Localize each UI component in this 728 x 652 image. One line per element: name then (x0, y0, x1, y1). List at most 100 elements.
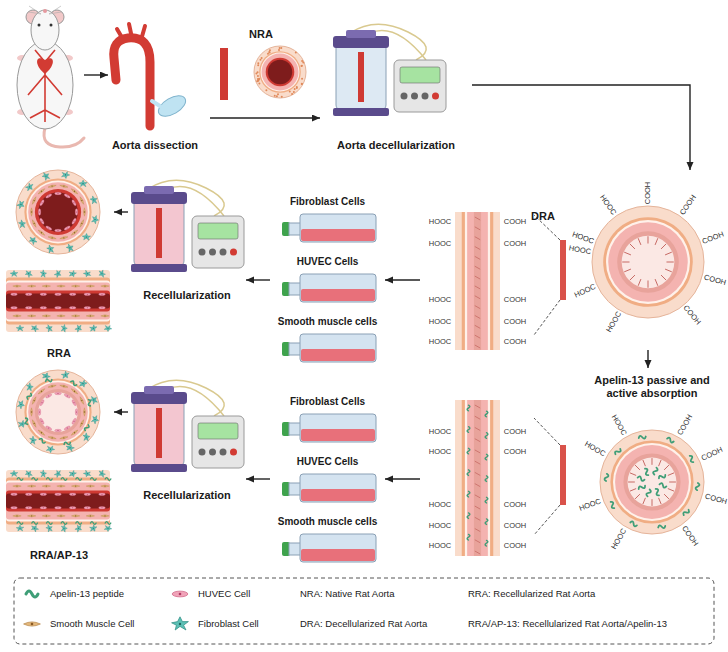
fibroblast-body (68, 270, 77, 278)
smooth-muscle-nucleus (33, 400, 35, 402)
smooth-muscle-nucleus (41, 432, 43, 434)
smooth-muscle-body (79, 196, 85, 204)
chemical-group-label: HOOC (429, 338, 452, 346)
fibroblast-cell (83, 470, 92, 478)
apelin-peptide (76, 478, 82, 481)
fibroblast-nucleus (19, 528, 20, 529)
fibre-line (475, 217, 480, 220)
smooth-muscle-cell (42, 315, 50, 317)
smooth-muscle-cell (86, 515, 94, 517)
tissue-dot (279, 47, 281, 49)
process-arrow (385, 279, 420, 280)
culture-medium (301, 489, 375, 501)
huvec-body (64, 193, 71, 198)
huvec-nucleus (28, 494, 29, 495)
aorta-illustration (114, 24, 189, 126)
stage-group: NRA (212, 28, 312, 102)
smooth-muscle-cell (42, 485, 50, 487)
apelin-peptide (653, 467, 659, 475)
carboxyl-tick (630, 244, 635, 249)
huvec-nucleus (13, 507, 14, 508)
chemical-group-label: COOH (504, 522, 527, 530)
fibroblast-cell (40, 269, 47, 278)
fibroblast-cell (104, 326, 112, 332)
aorta-in-reactor (156, 408, 162, 458)
apelin-peptide (105, 478, 111, 481)
wall-layer (462, 212, 494, 350)
apelin-peptide (485, 411, 488, 417)
glove-finger (152, 101, 160, 106)
stage-caption: RRA/AP-13 (4, 549, 114, 562)
huvec-cell (55, 392, 62, 394)
flask-body (300, 274, 376, 302)
reactor-base (131, 464, 187, 472)
smooth-muscle-nucleus (63, 237, 65, 239)
huvec-nucleus (13, 294, 14, 295)
fibroblast-cell (45, 523, 54, 533)
tissue-dot (256, 80, 258, 82)
carboxyl-tick (628, 482, 635, 483)
process-arrow (246, 279, 270, 280)
fibroblast-body (41, 171, 52, 182)
process-arrow (647, 350, 648, 368)
pump-button (422, 93, 429, 100)
fibre-line (475, 495, 480, 498)
smooth-muscle-cell (27, 515, 35, 517)
fibroblast-nucleus (32, 239, 34, 241)
smooth-muscle-cell (48, 436, 57, 440)
smooth-muscle-body (101, 515, 109, 517)
smooth-muscle-cell (13, 485, 21, 487)
vessel-layer (262, 54, 299, 91)
smooth-muscle-nucleus (90, 315, 91, 316)
huvec-body (99, 307, 106, 309)
process-arrow (210, 117, 320, 118)
fibroblast-nucleus (21, 423, 23, 425)
fibroblast-body (68, 470, 77, 478)
aorta-cross-section (16, 370, 100, 454)
reactor-jar (336, 42, 386, 110)
fibroblast-body (83, 270, 92, 278)
smooth-muscle-nucleus (84, 211, 85, 212)
huvec-body (75, 409, 77, 416)
vessel-layer (622, 236, 675, 289)
huvec-nucleus (66, 395, 68, 397)
smooth-muscle-nucleus (46, 515, 47, 516)
stage-group: RRA (4, 166, 114, 360)
huvec-cell (99, 307, 106, 309)
huvec-nucleus (72, 494, 73, 495)
huvec-cell (69, 507, 76, 509)
vessel-layer (16, 170, 100, 254)
carboxyl-tick (638, 238, 641, 245)
smooth-muscle-body (71, 229, 79, 236)
smooth-muscle-body (71, 285, 79, 287)
fibroblast-cell (74, 324, 83, 334)
process-arrow (385, 478, 420, 479)
chemical-group-label: HOOC (429, 428, 452, 436)
fibre-line (475, 472, 480, 475)
legend-text: Fibroblast Cell (198, 618, 293, 630)
smooth-muscle-body (60, 236, 69, 240)
stage-group: Fibroblast Cells (270, 396, 385, 444)
legend-text: DRA: Decellularized Rat Aorta (300, 618, 465, 630)
chemical-group-label: HOOC (429, 318, 452, 326)
smooth-muscle-nucleus (74, 390, 76, 392)
apelin-peptide (467, 470, 470, 476)
smooth-muscle-cell (101, 515, 109, 517)
smooth-muscle-nucleus (41, 232, 43, 234)
huvec-cell (38, 409, 40, 416)
huvec-cell (39, 399, 44, 406)
stage-group: HUVEC Cells (270, 456, 385, 504)
vessel-layer (6, 481, 110, 522)
tissue-dot (276, 95, 278, 97)
aorta-long-section (6, 269, 112, 334)
smooth-muscle-cell (48, 384, 57, 388)
rat-heart (37, 58, 53, 74)
smooth-muscle-cell (27, 315, 35, 317)
fibroblast-body (97, 269, 106, 279)
fibroblast-nucleus (32, 440, 33, 441)
huvec-body (75, 209, 77, 216)
smooth-muscle-body (86, 485, 94, 487)
carboxyl-tick (652, 499, 653, 506)
vessel-layer (608, 222, 688, 302)
